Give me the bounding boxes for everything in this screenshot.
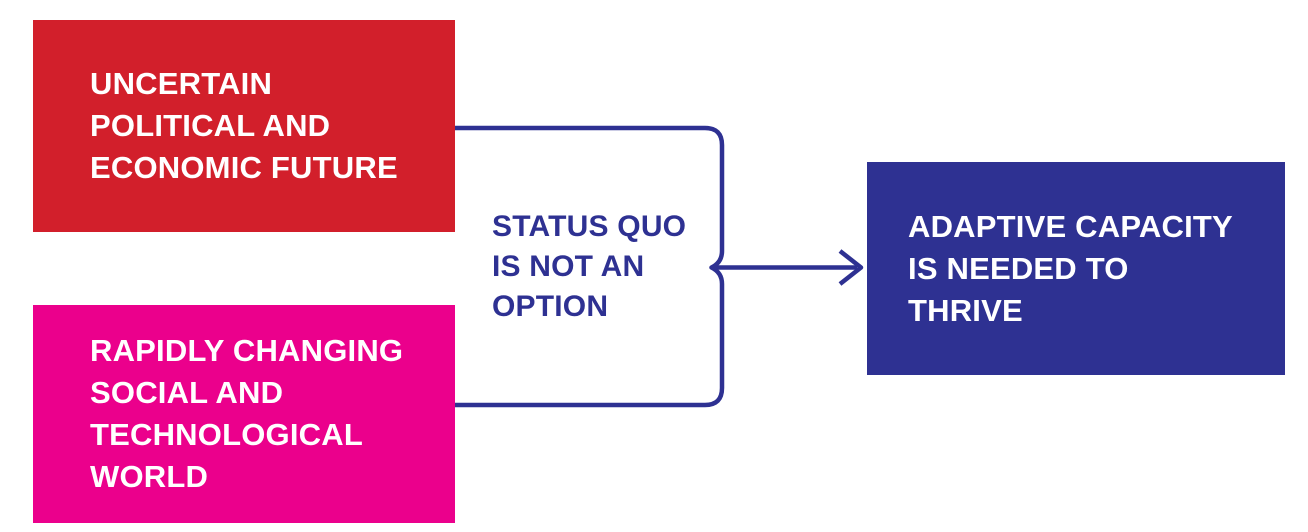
adaptive-capacity-label: ADAPTIVE CAPACITY IS NEEDED TO THRIVE xyxy=(908,208,1233,328)
adaptive-capacity-box: ADAPTIVE CAPACITY IS NEEDED TO THRIVE xyxy=(867,162,1285,375)
uncertain-future-box: UNCERTAIN POLITICAL AND ECONOMIC FUTURE xyxy=(33,20,455,232)
status-quo-label: STATUS QUO IS NOT AN OPTION xyxy=(492,210,687,323)
uncertain-future-label: UNCERTAIN POLITICAL AND ECONOMIC FUTURE xyxy=(90,66,398,185)
changing-world-box: RAPIDLY CHANGING SOCIAL AND TECHNOLOGICA… xyxy=(33,305,455,523)
arrow-head-icon xyxy=(838,249,864,286)
changing-world-label: RAPIDLY CHANGING SOCIAL AND TECHNOLOGICA… xyxy=(90,333,404,494)
